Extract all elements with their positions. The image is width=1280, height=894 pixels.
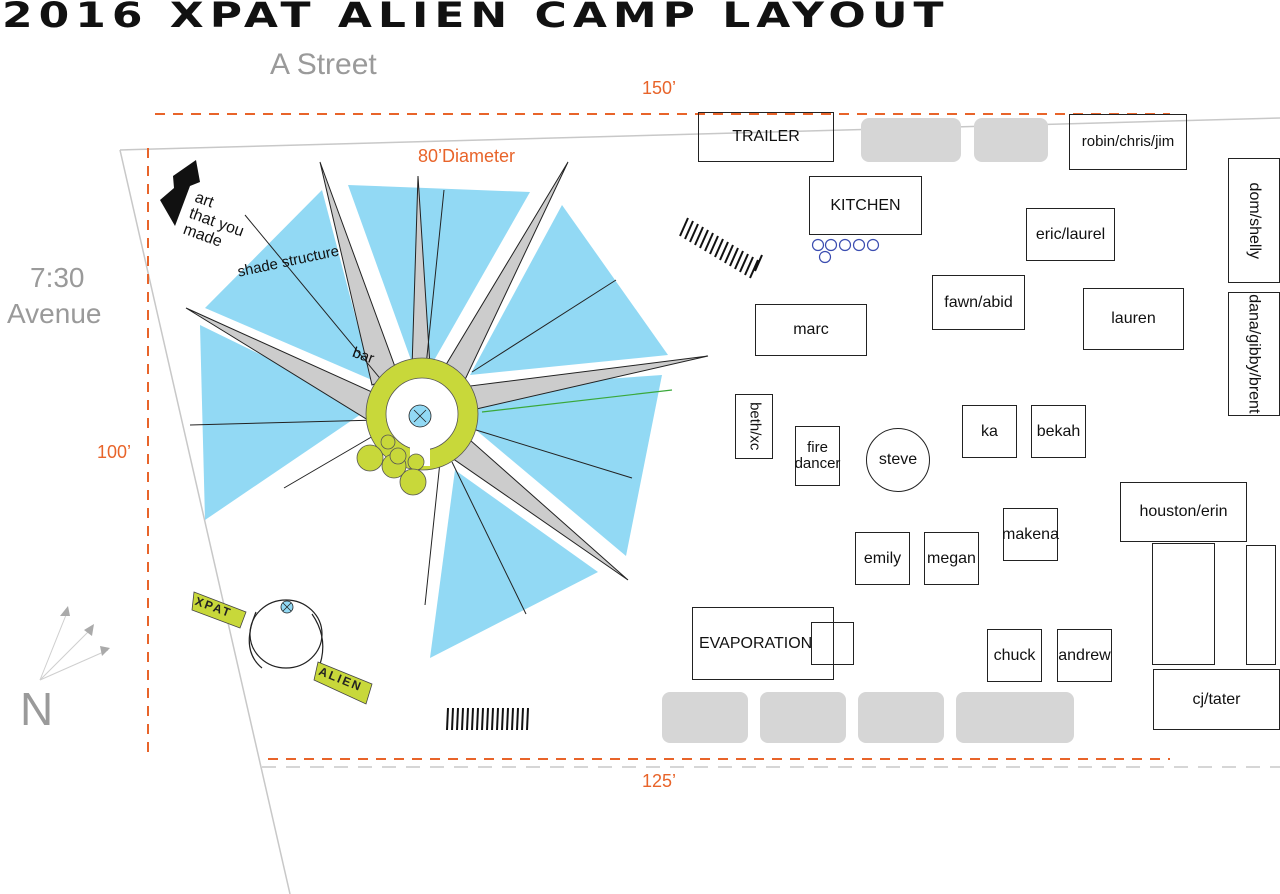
bottom-dimension-label: 125’ [642, 771, 677, 791]
site-label: fawn/abid [944, 293, 1013, 311]
site-dana-gibby-brent[interactable]: dana/gibby/brent [1228, 292, 1280, 416]
site-fire-dancer[interactable]: fire dancer [795, 426, 840, 486]
shade-sail [470, 205, 668, 375]
parking-pad [858, 692, 944, 743]
site-label: dana/gibby/brent [1245, 294, 1263, 414]
site-dom-shelly[interactable]: dom/shelly [1228, 158, 1280, 283]
site-houston-erin-annex[interactable] [1246, 545, 1276, 665]
site-cj-tater[interactable]: cj/tater [1153, 669, 1280, 730]
site-marc[interactable]: marc [755, 304, 867, 356]
parking-pad [974, 118, 1048, 162]
site-beth-xc[interactable]: beth/xc [735, 394, 773, 459]
site-label: houston/erin [1139, 503, 1228, 521]
site-label: chuck [993, 646, 1036, 664]
page-title: 2016 XPAT ALIEN CAMP LAYOUT [2, 0, 950, 36]
site-label: steve [878, 451, 918, 469]
site-ka[interactable]: ka [962, 405, 1017, 458]
art-piece-shape [160, 160, 200, 226]
site-megan[interactable]: megan [924, 532, 979, 585]
parking-pad [662, 692, 748, 743]
site-label: makena [1002, 525, 1059, 543]
tension-lines [189, 189, 633, 615]
bar-stools [356, 434, 427, 496]
site-label: marc [793, 321, 829, 339]
parking-pad [760, 692, 846, 743]
north-label: N [20, 683, 54, 735]
site-robin-chris-jim[interactable]: robin/chris/jim [1069, 114, 1187, 170]
site-label: andrew [1058, 646, 1111, 664]
site-fawn-abid[interactable]: fawn/abid [932, 275, 1025, 330]
site-label: ka [981, 422, 998, 440]
shade-sail [205, 190, 372, 380]
green-pointer-line [481, 389, 673, 413]
shade-sail [348, 185, 530, 385]
site-label: emily [863, 549, 902, 567]
site-steve[interactable]: steve [866, 428, 930, 492]
site-label: EVAPORATION [699, 634, 813, 652]
avenue-name-label: Avenue [7, 298, 102, 329]
parking-pad [956, 692, 1074, 743]
a-street-label: A Street [270, 48, 377, 81]
site-label: fire dancer [794, 438, 841, 472]
site-eric-laurel[interactable]: eric/laurel [1026, 208, 1115, 261]
site-makena[interactable]: makena [1002, 508, 1059, 561]
site-label: eric/laurel [1035, 225, 1106, 243]
site-label: beth/xc [746, 402, 764, 451]
site-label: cj/tater [1192, 690, 1241, 708]
site-evaporation[interactable]: EVAPORATION [692, 607, 834, 680]
xpat-alien-logo [191, 591, 373, 705]
shade-spokes [185, 161, 709, 581]
hatch-ramp-top [679, 217, 763, 279]
site-chuck[interactable]: chuck [987, 629, 1042, 682]
hatch-ramp-bottom [446, 707, 529, 731]
site-label: megan [927, 549, 976, 567]
parking-pad [861, 118, 961, 162]
site-label: KITCHEN [830, 196, 901, 214]
shade-sail [476, 375, 662, 556]
site-emily[interactable]: emily [855, 532, 910, 585]
site-label: TRAILER [732, 128, 800, 146]
site-houston-erin[interactable]: houston/erin [1120, 482, 1247, 542]
site-label: dom/shelly [1245, 182, 1263, 259]
site-bekah[interactable]: bekah [1031, 405, 1086, 458]
diameter-label: 80’Diameter [418, 146, 516, 166]
shade-sail [430, 470, 598, 658]
avenue-number-label: 7:30 [30, 262, 85, 293]
site-kitchen[interactable]: KITCHEN [809, 176, 922, 235]
bar-ring [365, 357, 479, 471]
site-label: robin/chris/jim [1081, 132, 1175, 150]
top-dimension-label: 150’ [642, 78, 677, 98]
left-dimension-label: 100’ [97, 442, 132, 462]
site-label: lauren [1111, 310, 1156, 328]
evaporation-annex[interactable] [811, 622, 854, 665]
site-trailer[interactable]: TRAILER [698, 112, 834, 162]
site-label: bekah [1036, 422, 1081, 440]
site-lauren[interactable]: lauren [1083, 288, 1184, 350]
shade-structure [200, 185, 668, 658]
kitchen-chairs [811, 238, 880, 264]
site-houston-erin-tent[interactable] [1152, 543, 1215, 665]
site-andrew[interactable]: andrew [1057, 629, 1112, 682]
a-street-edge-line [119, 117, 1280, 151]
compass-arrows [39, 606, 110, 681]
